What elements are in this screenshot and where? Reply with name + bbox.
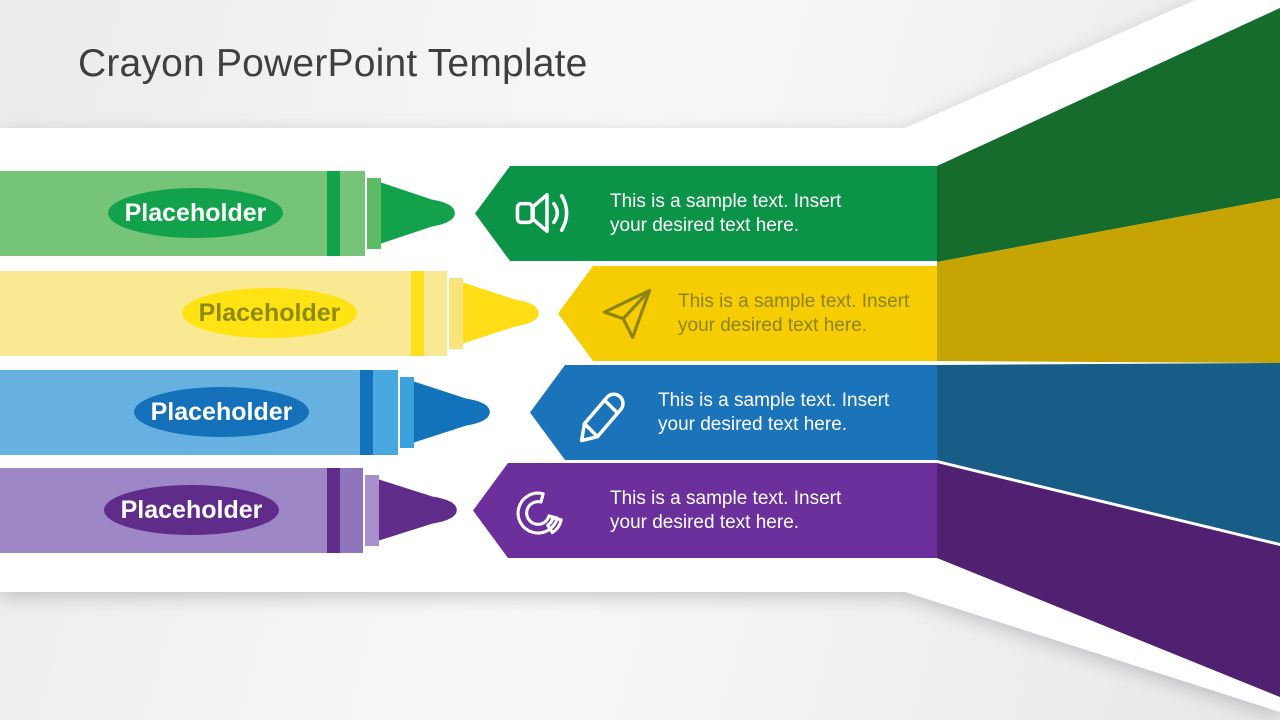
crayon-band <box>373 370 398 455</box>
crayon-blue: Placeholder <box>0 370 560 455</box>
banner-text-line2: your desired text here. <box>658 414 848 435</box>
paper-plane-icon <box>594 284 660 344</box>
crayon-cap <box>449 278 463 349</box>
crayon-stripe <box>327 171 340 256</box>
crayon-green: Placeholder <box>0 171 560 256</box>
crayon-band <box>340 171 365 256</box>
crayon-tip <box>379 479 457 541</box>
placeholder-label: Placeholder <box>120 496 263 524</box>
placeholder-ellipse-green: Placeholder <box>108 188 283 238</box>
crayon-cap <box>365 475 379 546</box>
crayon-tip <box>463 282 539 344</box>
crayon-band <box>340 468 363 553</box>
placeholder-ellipse-yellow: Placeholder <box>182 288 357 338</box>
pencil-icon <box>569 382 631 444</box>
crayon-tip <box>381 182 455 244</box>
crayon-band <box>424 271 447 356</box>
page-title: Crayon PowerPoint Template <box>78 42 588 85</box>
banner-text-line1: This is a sample text. Insert <box>658 390 890 411</box>
crayon-cap <box>367 178 381 249</box>
banner-blue: This is a sample text. Insert your desir… <box>530 365 937 460</box>
banner-text-line1: This is a sample text. Insert <box>610 488 842 509</box>
speaker-icon <box>508 183 582 243</box>
crayon-yellow: Placeholder <box>0 271 560 356</box>
banner-text-line1: This is a sample text. Insert <box>610 191 842 212</box>
banner-text-line2: your desired text here. <box>678 315 868 336</box>
banner-green: This is a sample text. Insert your desir… <box>475 166 937 261</box>
crayon-stripe <box>327 468 340 553</box>
crayon-stripe <box>411 271 424 356</box>
banner-text-line2: your desired text here. <box>610 215 800 236</box>
placeholder-ellipse-blue: Placeholder <box>134 387 309 437</box>
crayon-cap <box>400 377 414 448</box>
placeholder-ellipse-purple: Placeholder <box>104 485 279 535</box>
banner-yellow: This is a sample text. Insert your desir… <box>558 266 937 361</box>
banner-text-line2: your desired text here. <box>610 512 800 533</box>
fan-bands <box>937 0 1280 720</box>
placeholder-label: Placeholder <box>124 199 267 227</box>
crayon-purple: Placeholder <box>0 468 560 553</box>
banner-purple: This is a sample text. Insert your desir… <box>473 463 937 558</box>
crayon-tip <box>414 381 490 443</box>
crayon-stripe <box>360 370 373 455</box>
banner-text-line1: This is a sample text. Insert <box>678 291 910 312</box>
placeholder-label: Placeholder <box>198 299 341 327</box>
donut-chart-icon <box>508 484 568 542</box>
placeholder-label: Placeholder <box>150 398 293 426</box>
